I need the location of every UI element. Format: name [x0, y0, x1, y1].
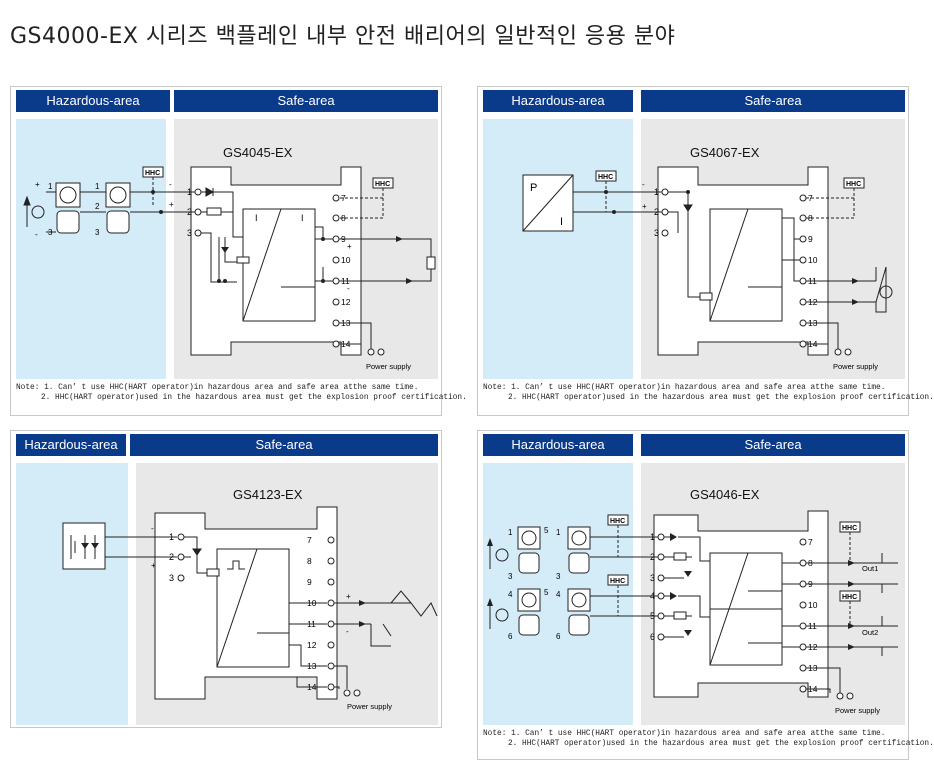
- svg-text:HHC: HHC: [610, 578, 625, 585]
- module-i-label: I: [301, 213, 304, 223]
- hhc-label: HHC: [145, 170, 160, 177]
- diagram-panel-gs4067: Hazardous-area Safe-area GS4067-EX 1 2 3…: [477, 86, 934, 416]
- svg-text:1: 1: [48, 182, 53, 191]
- svg-text:6: 6: [508, 632, 513, 641]
- terminal-8-label: 8: [341, 213, 346, 223]
- svg-text:3: 3: [95, 228, 100, 237]
- svg-text:Power supply: Power supply: [833, 362, 878, 371]
- svg-text:3: 3: [650, 573, 655, 583]
- hazardous-area-header: Hazardous-area: [16, 434, 126, 456]
- terminal-10-label: 10: [341, 255, 351, 265]
- svg-text:-: -: [642, 180, 645, 189]
- safe-area-header: Safe-area: [641, 90, 905, 112]
- svg-text:4: 4: [508, 590, 513, 599]
- svg-text:3: 3: [556, 572, 561, 581]
- svg-text:3: 3: [508, 572, 513, 581]
- hhc-label: HHC: [375, 181, 390, 188]
- svg-text:3: 3: [654, 228, 659, 238]
- svg-text:3: 3: [48, 228, 53, 237]
- svg-text:+: +: [151, 561, 156, 570]
- terminal-3-label: 3: [187, 228, 192, 238]
- svg-text:3: 3: [169, 573, 174, 583]
- note-line-1: Note: 1. Can’ t use HHC(HART operator)in…: [483, 730, 886, 738]
- svg-text:HHC: HHC: [846, 181, 861, 188]
- safe-area-header: Safe-area: [641, 434, 905, 456]
- diagram-panel-gs4046: Hazardous-area Safe-area GS4046-EX 1 2 3…: [477, 430, 934, 760]
- terminal-7-label: 7: [341, 193, 346, 203]
- note-line-1: Note: 1. Can’ t use HHC(HART operator)in…: [16, 384, 419, 392]
- module-i-label: I: [255, 213, 258, 223]
- hazardous-zone: [16, 463, 128, 725]
- hazardous-area-header: Hazardous-area: [16, 90, 170, 112]
- svg-text:-: -: [347, 284, 350, 293]
- hazardous-zone: [483, 463, 633, 725]
- svg-text:10: 10: [808, 600, 818, 610]
- hazardous-area-header: Hazardous-area: [483, 90, 633, 112]
- svg-text:-: -: [346, 627, 349, 636]
- hazardous-area-header: Hazardous-area: [483, 434, 633, 456]
- out1-label: Out1: [862, 564, 878, 573]
- svg-text:-: -: [151, 524, 154, 533]
- svg-text:8: 8: [808, 213, 813, 223]
- svg-text:12: 12: [307, 640, 317, 650]
- model-label: GS4045-EX: [223, 145, 293, 160]
- svg-text:1: 1: [556, 528, 561, 537]
- svg-text:2: 2: [95, 202, 100, 211]
- svg-text:HHC: HHC: [610, 518, 625, 525]
- hazardous-zone: [16, 119, 166, 379]
- svg-text:5: 5: [544, 588, 549, 597]
- safe-area-header: Safe-area: [174, 90, 438, 112]
- svg-text:7: 7: [307, 535, 312, 545]
- note-line-2: 2. HHC(HART operator)used in the hazardo…: [508, 740, 934, 748]
- model-label: GS4046-EX: [690, 487, 760, 502]
- svg-text:1: 1: [95, 182, 100, 191]
- page-title: GS4000-EX 시리즈 백플레인 내부 안전 배리어의 일반적인 응용 분야: [10, 24, 676, 49]
- svg-text:+: +: [346, 592, 351, 601]
- diagram-panel-gs4045: Hazardous-area Safe-area GS4045-EX I I 1…: [10, 86, 467, 416]
- svg-text:Power supply: Power supply: [347, 702, 392, 711]
- svg-text:+: +: [169, 200, 174, 209]
- svg-text:-: -: [169, 180, 172, 189]
- terminal-12-label: 12: [341, 297, 351, 307]
- wiring-diagram: I I 1 2 3 7 8 9 10 11 12 13 14: [23, 166, 436, 371]
- note-line-2: 2. HHC(HART operator)used in the hazardo…: [41, 394, 467, 402]
- svg-text:8: 8: [307, 556, 312, 566]
- svg-text:6: 6: [556, 632, 561, 641]
- svg-text:6: 6: [650, 632, 655, 642]
- out2-label: Out2: [862, 628, 878, 637]
- svg-text:+: +: [35, 180, 40, 189]
- wiring-diagram: 1 2 3 7 8 9 10 11 12 13 14: [62, 506, 438, 711]
- model-label: GS4123-EX: [233, 487, 303, 502]
- svg-text:9: 9: [808, 234, 813, 244]
- p-label: P: [530, 182, 537, 194]
- note-line-1: Note: 1. Can’ t use HHC(HART operator)in…: [483, 384, 886, 392]
- svg-text:7: 7: [808, 193, 813, 203]
- svg-text:1: 1: [508, 528, 513, 537]
- svg-text:Power supply: Power supply: [835, 706, 880, 715]
- svg-text:9: 9: [307, 577, 312, 587]
- model-label: GS4067-EX: [690, 145, 760, 160]
- i-label: I: [560, 216, 563, 228]
- svg-text:HHC: HHC: [842, 594, 857, 601]
- safe-area-header: Safe-area: [130, 434, 438, 456]
- note-line-2: 2. HHC(HART operator)used in the hazardo…: [508, 394, 934, 402]
- power-supply-label: Power supply: [366, 362, 411, 371]
- svg-text:4: 4: [556, 590, 561, 599]
- svg-text:+: +: [347, 242, 352, 251]
- svg-text:+: +: [642, 202, 647, 211]
- svg-text:5: 5: [544, 526, 549, 535]
- svg-text:HHC: HHC: [598, 174, 613, 181]
- svg-text:HHC: HHC: [842, 525, 857, 532]
- hazardous-zone: [483, 119, 633, 379]
- diagram-panel-gs4123: Hazardous-area Safe-area GS4123-EX 1 2 3…: [10, 430, 442, 728]
- svg-text:10: 10: [808, 255, 818, 265]
- svg-text:7: 7: [808, 537, 813, 547]
- wiring-diagram: 1 2 3 4 5 6 7 8 9 10 11 12 13 14: [487, 510, 898, 715]
- wiring-diagram: 1 2 3 7 8 9 10 11 12 13 14: [522, 166, 893, 371]
- svg-text:-: -: [35, 230, 38, 239]
